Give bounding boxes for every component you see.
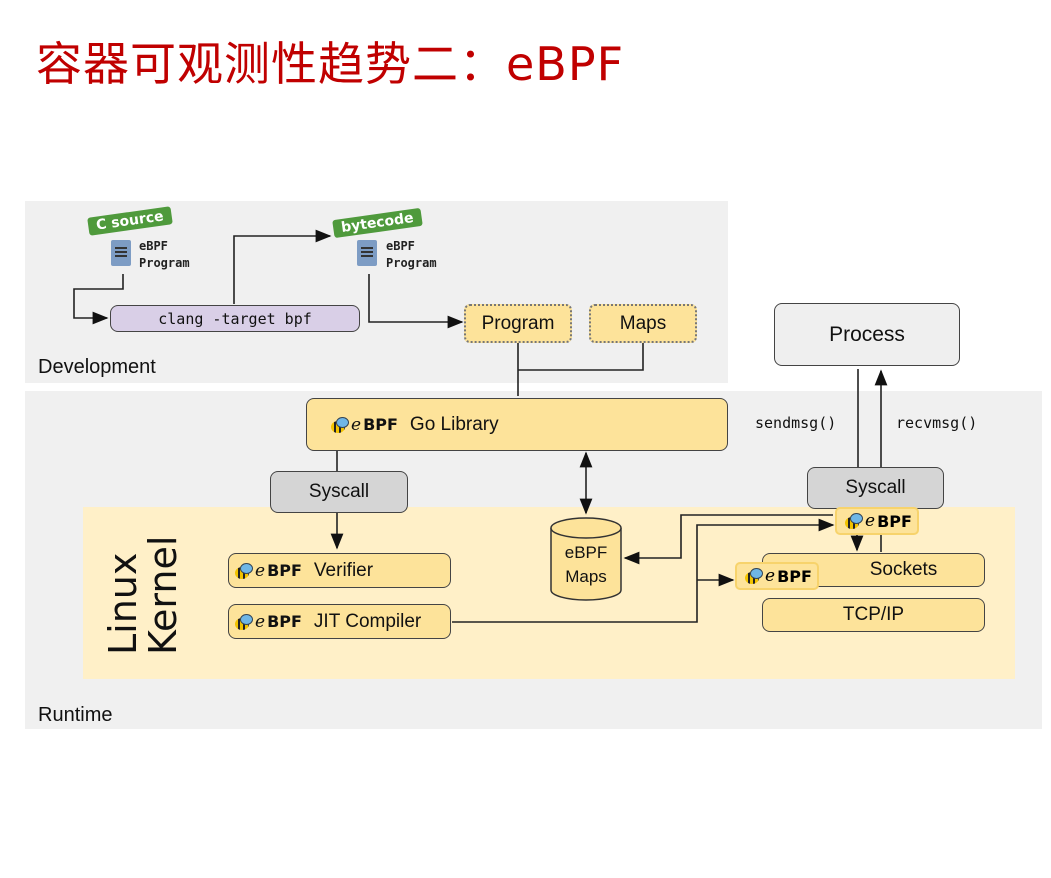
syscall-right-box: Syscall [807, 467, 944, 509]
bee-icon [233, 613, 253, 631]
bee-icon [843, 512, 863, 530]
arrow-bytecode-to-program [368, 274, 464, 329]
line-program-maps [517, 343, 644, 396]
ebpf-maps-label: eBPF Maps [564, 543, 608, 586]
jit-compiler-label: JIT Compiler [313, 610, 422, 632]
arrow-hook-to-maps [623, 514, 833, 565]
page-title: 容器可观测性趋势二：eBPF [36, 37, 625, 91]
bytecode-file-icon [357, 240, 377, 266]
bee-icon [329, 416, 349, 434]
syscall-left-box: Syscall [270, 471, 408, 513]
runtime-label: Runtime [38, 704, 113, 726]
source-file-icon [111, 240, 131, 266]
clang-compiler-box: clang -target bpf [110, 305, 360, 332]
arrow-source-to-clang [73, 274, 124, 325]
bee-icon [743, 567, 763, 585]
sendmsg-label: sendmsg() [755, 414, 837, 432]
go-library-label: Go Library [409, 413, 499, 435]
linux-kernel-label: Linux Kernel [101, 535, 185, 655]
development-label: Development [38, 356, 156, 378]
program-box: Program [464, 304, 572, 343]
bee-icon [233, 562, 253, 580]
tcpip-box: TCP/IP [762, 598, 985, 632]
process-box: Process [774, 303, 960, 366]
verifier-label: Verifier [313, 559, 374, 581]
recvmsg-label: recvmsg() [896, 414, 978, 432]
maps-cylinder [550, 517, 622, 601]
arrow-clang-to-bytecode [233, 229, 332, 304]
maps-box: Maps [589, 304, 697, 343]
arrow-jit-to-hooks [452, 518, 835, 623]
